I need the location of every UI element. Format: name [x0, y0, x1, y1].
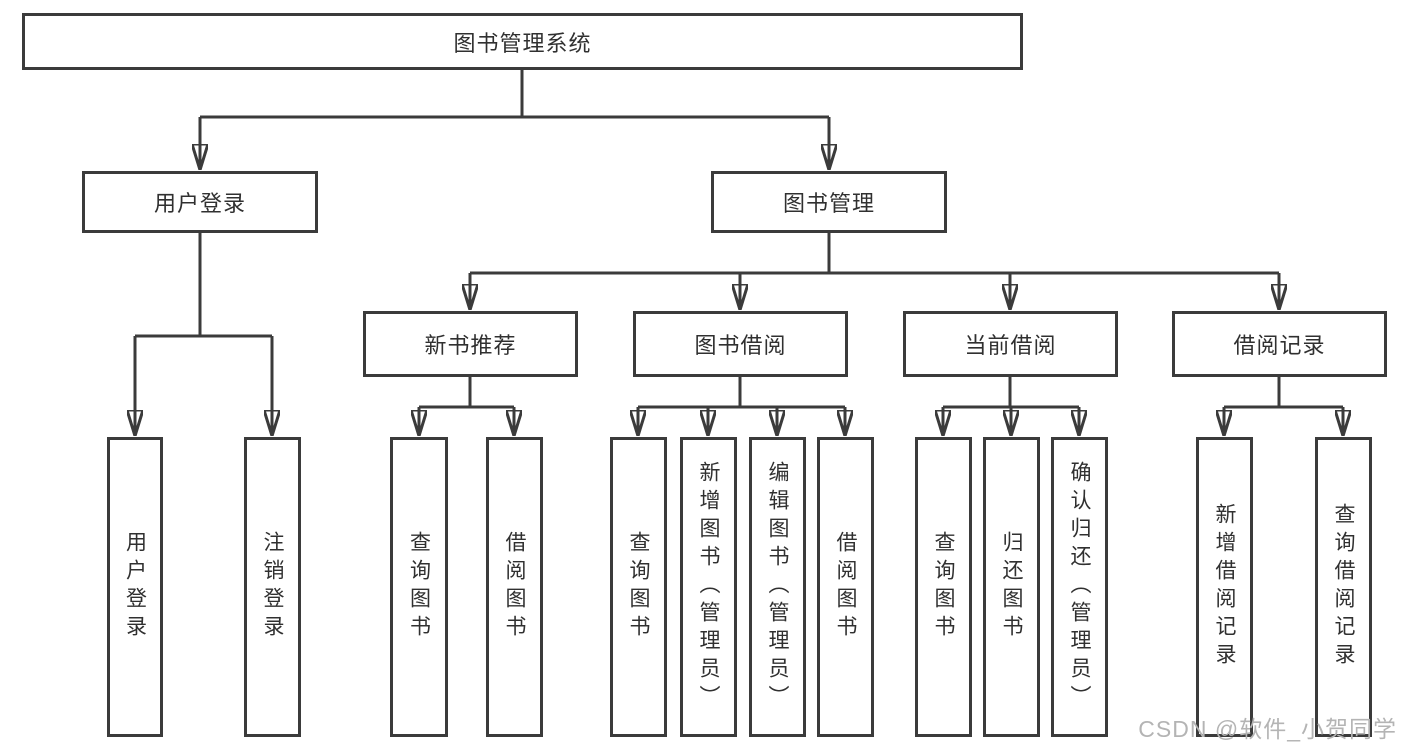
leaf-return-books: 归还图书: [983, 437, 1040, 737]
node-book-management: 图书管理: [711, 171, 947, 233]
leaf-label: 查询借阅记录: [1332, 503, 1355, 671]
leaf-add-borrow-record: 新增借阅记录: [1196, 437, 1253, 737]
leaf-borrow-books: 借阅图书: [817, 437, 874, 737]
node-book-borrowing: 图书借阅: [633, 311, 848, 377]
leaf-user-login: 用户登录: [107, 437, 163, 737]
leaf-add-books-admin: 新增图书（管理员）: [680, 437, 737, 737]
leaf-edit-books-admin: 编辑图书（管理员）: [749, 437, 806, 737]
leaf-logout: 注销登录: [244, 437, 301, 737]
node-current-borrowing: 当前借阅: [903, 311, 1118, 377]
csdn-watermark: CSDN @软件_小贺同学: [1138, 716, 1397, 742]
node-new-book-recommendation: 新书推荐: [363, 311, 578, 377]
leaf-label: 借阅图书: [503, 531, 526, 643]
leaf-label: 用户登录: [123, 531, 147, 643]
leaf-label: 查询图书: [932, 531, 955, 643]
leaf-confirm-return-admin: 确认归还（管理员）: [1051, 437, 1108, 737]
leaf-label: 编辑图书（管理员）: [766, 461, 789, 713]
leaf-query-borrow-record: 查询借阅记录: [1315, 437, 1372, 737]
leaf-label: 归还图书: [1000, 531, 1023, 643]
node-user-login: 用户登录: [82, 171, 318, 233]
leaf-label: 新增借阅记录: [1213, 503, 1236, 671]
leaf-query-books-borrow: 查询图书: [610, 437, 667, 737]
leaf-borrow-books-recommend: 借阅图书: [486, 437, 543, 737]
leaf-label: 查询图书: [627, 531, 650, 643]
leaf-label: 新增图书（管理员）: [697, 461, 720, 713]
node-borrowing-records: 借阅记录: [1172, 311, 1387, 377]
node-library-management-system: 图书管理系统: [22, 13, 1023, 70]
leaf-label: 注销登录: [261, 531, 284, 643]
leaf-query-books-recommend: 查询图书: [390, 437, 448, 737]
leaf-query-books-current: 查询图书: [915, 437, 972, 737]
leaf-label: 借阅图书: [834, 531, 857, 643]
leaf-label: 确认归还（管理员）: [1068, 461, 1091, 713]
leaf-label: 查询图书: [407, 531, 431, 643]
